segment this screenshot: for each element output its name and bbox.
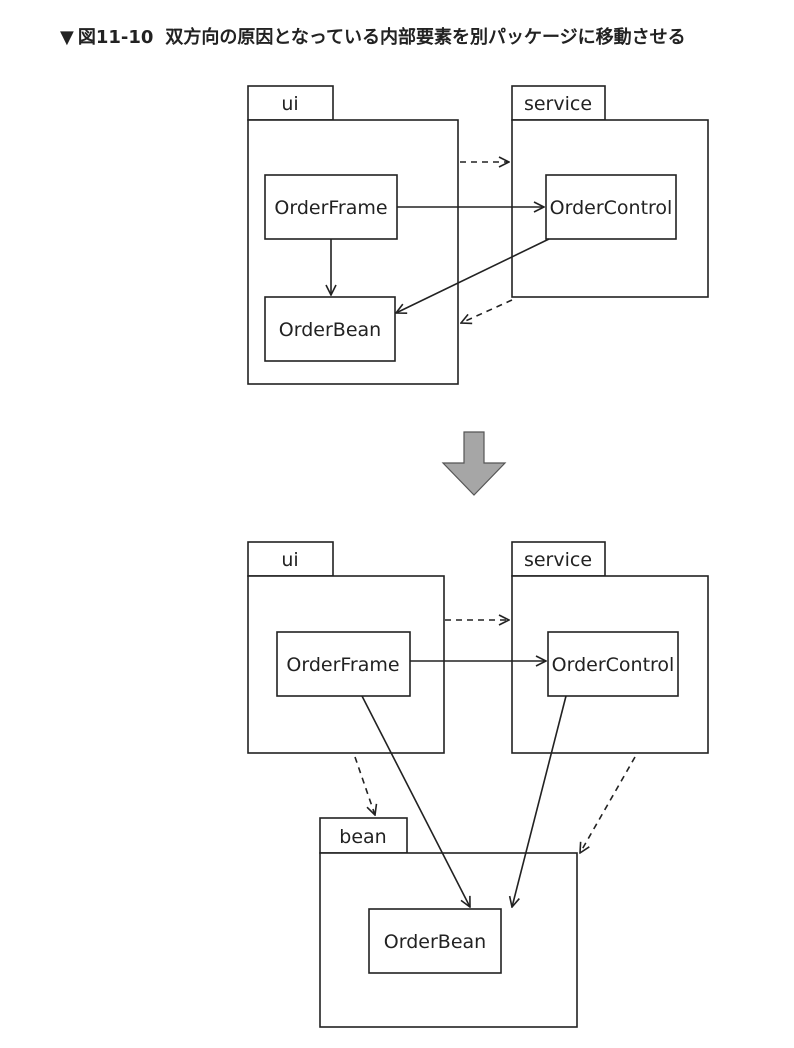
class-order-control: OrderControl <box>545 174 677 240</box>
figure-number: 図11-10 <box>77 27 154 48</box>
class-label: OrderBean <box>384 931 486 953</box>
package-tab <box>319 817 408 854</box>
class-box <box>547 631 679 697</box>
package-label: service <box>524 93 592 115</box>
figure-title: 双方向の原因となっている内部要素を別パッケージに移動させる <box>165 27 686 48</box>
class-order-frame: OrderFrame <box>264 174 398 240</box>
class-order-bean: OrderBean <box>264 296 396 362</box>
class-order-frame: OrderFrame <box>276 631 411 697</box>
class-label: OrderControl <box>550 197 673 219</box>
dependency-ui-to-bean <box>354 756 375 815</box>
package-label: ui <box>281 93 298 115</box>
figure-caption: ▼図11-10 双方向の原因となっている内部要素を別パッケージに移動させる <box>60 26 780 50</box>
class-box <box>264 296 396 362</box>
class-box <box>276 631 411 697</box>
package-tab <box>247 541 334 577</box>
class-label: OrderFrame <box>286 654 399 676</box>
transition-down-arrow-icon <box>441 431 507 496</box>
association-ordercontrol-to-orderbean <box>512 695 567 907</box>
class-label: OrderControl <box>552 654 675 676</box>
package-tab <box>511 541 606 577</box>
class-label: OrderFrame <box>274 197 387 219</box>
package-label: bean <box>339 826 386 848</box>
class-label: OrderBean <box>279 319 381 341</box>
dependency-service-to-ui <box>461 299 513 323</box>
class-order-bean: OrderBean <box>368 908 502 974</box>
association-orderframe-to-orderbean <box>361 695 470 907</box>
before-diagram: ui service OrderFrame OrderBean OrderCon… <box>247 85 709 385</box>
package-label: service <box>524 549 592 571</box>
association-ordercontrol-to-orderbean <box>396 238 550 313</box>
dependency-service-to-bean <box>580 756 636 853</box>
class-box <box>264 174 398 240</box>
package-tab <box>511 85 606 121</box>
class-box <box>545 174 677 240</box>
class-box <box>368 908 502 974</box>
package-label: ui <box>281 549 298 571</box>
package-tab <box>247 85 334 121</box>
caption-marker-icon: ▼ <box>60 27 74 48</box>
after-diagram: ui service bean OrderFrame OrderControl … <box>247 541 709 1028</box>
class-order-control: OrderControl <box>547 631 679 697</box>
